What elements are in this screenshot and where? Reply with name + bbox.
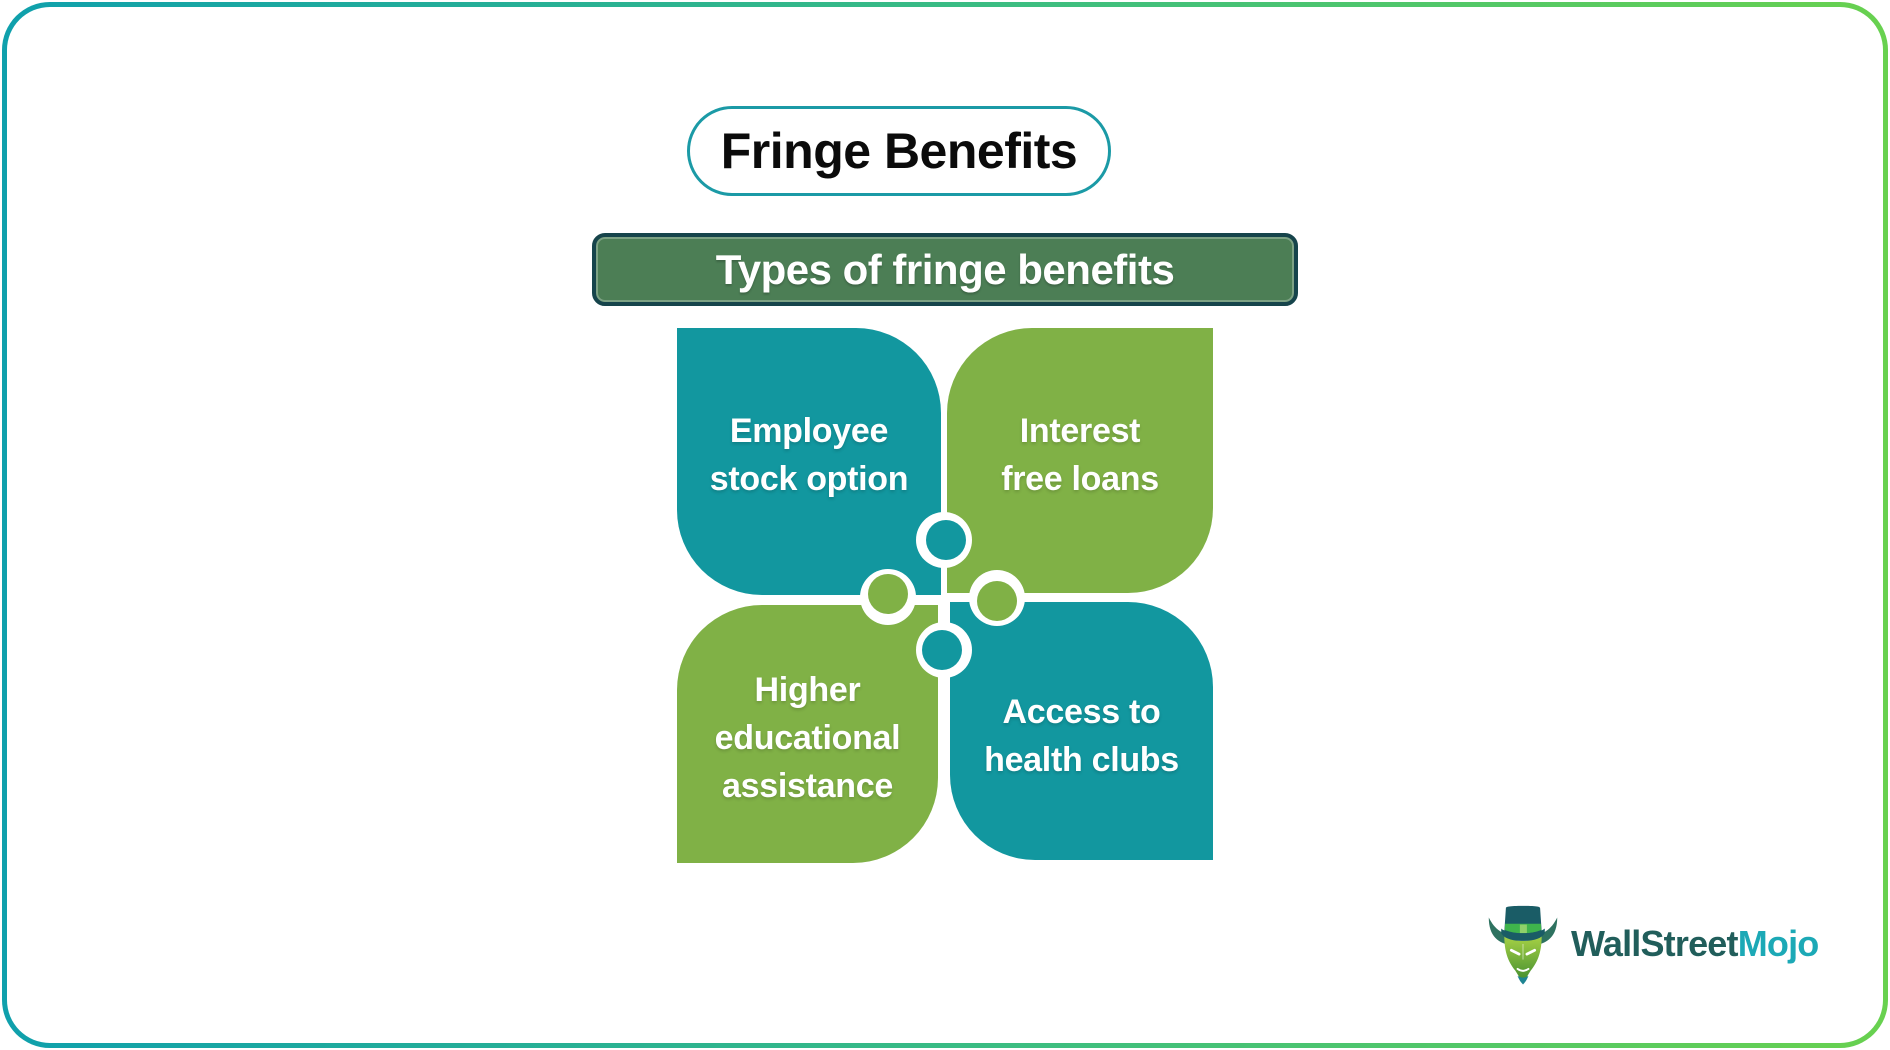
puzzle-knob bbox=[926, 520, 966, 560]
subtitle-banner: Types of fringe benefits bbox=[592, 233, 1298, 306]
title-badge: Fringe Benefits bbox=[687, 106, 1111, 196]
page-title: Fringe Benefits bbox=[720, 123, 1078, 179]
logo-wordmark: WallStreetMojo bbox=[1571, 923, 1819, 965]
puzzle-pieces-graphic bbox=[677, 328, 1213, 863]
piece-label-higher-educational-assistance: Higher educational assistance bbox=[714, 671, 901, 805]
puzzle-knob bbox=[868, 574, 908, 614]
bull-mascot-icon bbox=[1488, 905, 1558, 985]
subtitle-text: Types of fringe benefits bbox=[715, 245, 1175, 293]
puzzle-diagram: Employee stock option Interest free loan… bbox=[677, 328, 1213, 863]
logo-text-primary: WallStreet bbox=[1571, 923, 1739, 964]
piece-label-access-to-health-clubs: Access to health clubs bbox=[984, 693, 1179, 779]
puzzle-knob bbox=[922, 630, 962, 670]
piece-label-interest-free-loans: Interest free loans bbox=[1001, 412, 1159, 498]
wallstreetmojo-logo: WallStreetMojo bbox=[1484, 902, 1819, 986]
puzzle-piece-employee-stock-option bbox=[677, 328, 941, 595]
puzzle-piece-higher-educational-assistance bbox=[677, 605, 938, 863]
piece-label-employee-stock-option: Employee stock option bbox=[709, 412, 909, 498]
puzzle-piece-interest-free-loans bbox=[947, 328, 1213, 593]
puzzle-knob bbox=[977, 581, 1017, 621]
logo-text-secondary: Mojo bbox=[1737, 923, 1820, 964]
puzzle-piece-access-to-health-clubs bbox=[950, 602, 1213, 860]
